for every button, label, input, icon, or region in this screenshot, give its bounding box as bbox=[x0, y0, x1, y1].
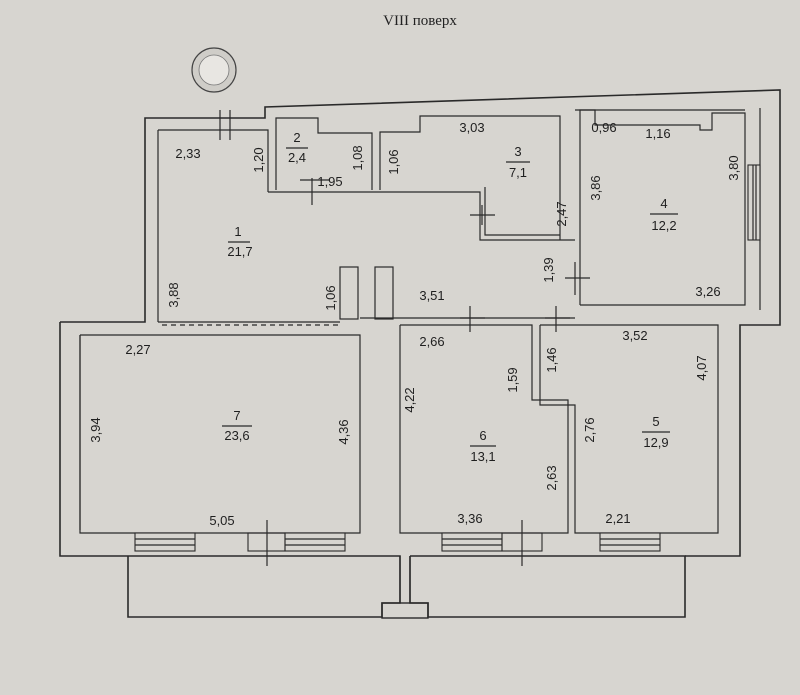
room-area: 13,1 bbox=[470, 449, 495, 464]
dimension-label: 3,51 bbox=[419, 288, 444, 303]
room-3: 3 7,1 bbox=[379, 115, 561, 240]
dimension-label: 2,47 bbox=[554, 201, 569, 226]
room-5: 5 12,9 bbox=[539, 306, 719, 552]
dimension-label: 2,33 bbox=[175, 146, 200, 161]
room-1: 1 21,7 bbox=[158, 129, 575, 326]
stamp-seal bbox=[191, 47, 237, 93]
dimension-label: 2,27 bbox=[125, 342, 150, 357]
room-number: 4 bbox=[660, 196, 667, 211]
dimension-label: 1,06 bbox=[386, 149, 401, 174]
floor-title: VIII поверх bbox=[383, 13, 457, 29]
dimension-label: 1,39 bbox=[541, 257, 556, 282]
dimension-label: 3,88 bbox=[166, 282, 181, 307]
room-area: 12,9 bbox=[643, 435, 668, 450]
dimension-label: 3,86 bbox=[588, 175, 603, 200]
room-number: 6 bbox=[479, 428, 486, 443]
room-area: 2,4 bbox=[288, 150, 306, 165]
dimension-label: 2,63 bbox=[544, 465, 559, 490]
room-number: 7 bbox=[233, 408, 240, 423]
dimension-label: 3,52 bbox=[622, 328, 647, 343]
dimension-label: 0,96 bbox=[591, 120, 616, 135]
dimension-label: 1,16 bbox=[645, 126, 670, 141]
room-area: 23,6 bbox=[224, 428, 249, 443]
outer-walls bbox=[59, 89, 781, 557]
room-4: 4 12,2 bbox=[565, 109, 761, 306]
room-area: 12,2 bbox=[651, 218, 676, 233]
dimension-label: 1,08 bbox=[350, 145, 365, 170]
dimension-label: 1,59 bbox=[505, 367, 520, 392]
dimension-label: 2,76 bbox=[582, 417, 597, 442]
room-number: 1 bbox=[234, 224, 241, 239]
entrance-door-mark bbox=[219, 110, 330, 205]
balcony-outline bbox=[125, 555, 686, 619]
dimension-label: 3,36 bbox=[457, 511, 482, 526]
dimension-label: 1,20 bbox=[251, 147, 266, 172]
room-number: 5 bbox=[652, 414, 659, 429]
dimension-label: 3,26 bbox=[695, 284, 720, 299]
room-number: 2 bbox=[293, 130, 300, 145]
dimension-label: 1,95 bbox=[317, 174, 342, 189]
room-area: 21,7 bbox=[227, 244, 252, 259]
dimension-label: 4,36 bbox=[336, 419, 351, 444]
dimension-label: 1,46 bbox=[544, 347, 559, 372]
room-6: 6 13,1 bbox=[399, 306, 569, 566]
dimension-label: 2,66 bbox=[419, 334, 444, 349]
dimension-label: 3,03 bbox=[459, 120, 484, 135]
dimension-label: 3,80 bbox=[726, 155, 741, 180]
room-number: 3 bbox=[514, 144, 521, 159]
dimension-labels: 2,33 1,20 1,95 1,08 1,06 3,03 2,47 0,96 … bbox=[88, 120, 741, 528]
room-area: 7,1 bbox=[509, 165, 527, 180]
dimension-label: 5,05 bbox=[209, 513, 234, 528]
room-2: 2 2,4 bbox=[275, 117, 373, 190]
dimension-label: 2,21 bbox=[605, 511, 630, 526]
dimension-label: 4,22 bbox=[402, 387, 417, 412]
dimension-label: 1,06 bbox=[323, 285, 338, 310]
dimension-label: 3,94 bbox=[88, 417, 103, 442]
dimension-label: 4,07 bbox=[694, 355, 709, 380]
room-7: 7 23,6 bbox=[79, 334, 361, 566]
